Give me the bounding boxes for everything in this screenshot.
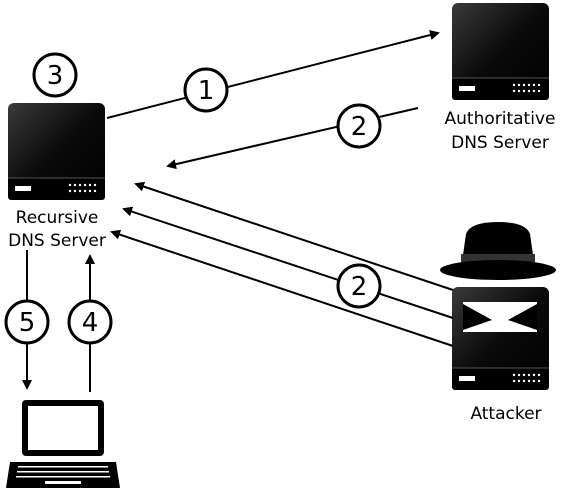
recursive-label-line2: DNS Server bbox=[8, 231, 106, 251]
arrow-query-to-authoritative bbox=[106, 30, 440, 119]
authoritative-server-icon bbox=[452, 3, 549, 100]
step-2-top-number: 2 bbox=[351, 112, 368, 142]
step-4-number: 4 bbox=[82, 308, 99, 338]
step-3-badge: 3 bbox=[32, 52, 78, 98]
attacker-hacker-server-icon bbox=[440, 222, 556, 390]
step-2-top-badge: 2 bbox=[336, 103, 382, 149]
recursive-label-line1: Recursive bbox=[16, 208, 99, 228]
step-3-number: 3 bbox=[47, 61, 64, 91]
step-1-badge: 1 bbox=[183, 67, 229, 113]
step-5-badge: 5 bbox=[4, 299, 50, 345]
step-2-attacker-badge: 2 bbox=[336, 263, 382, 309]
arrow-forged-response-a bbox=[134, 181, 454, 291]
step-1-number: 1 bbox=[198, 76, 215, 106]
arrow-forged-response-b bbox=[122, 206, 454, 319]
authoritative-label-line2: DNS Server bbox=[451, 133, 549, 153]
step-5-number: 5 bbox=[19, 308, 36, 338]
arrow-forged-response-c bbox=[110, 229, 454, 347]
arrow-authoritative-response bbox=[166, 107, 419, 170]
client-laptop-icon bbox=[6, 400, 120, 488]
step-4-badge: 4 bbox=[67, 299, 113, 345]
step-2-attacker-number: 2 bbox=[351, 272, 368, 302]
attacker-label: Attacker bbox=[470, 404, 541, 424]
authoritative-label-line1: Authoritative bbox=[445, 109, 556, 129]
recursive-server-icon bbox=[8, 103, 105, 200]
